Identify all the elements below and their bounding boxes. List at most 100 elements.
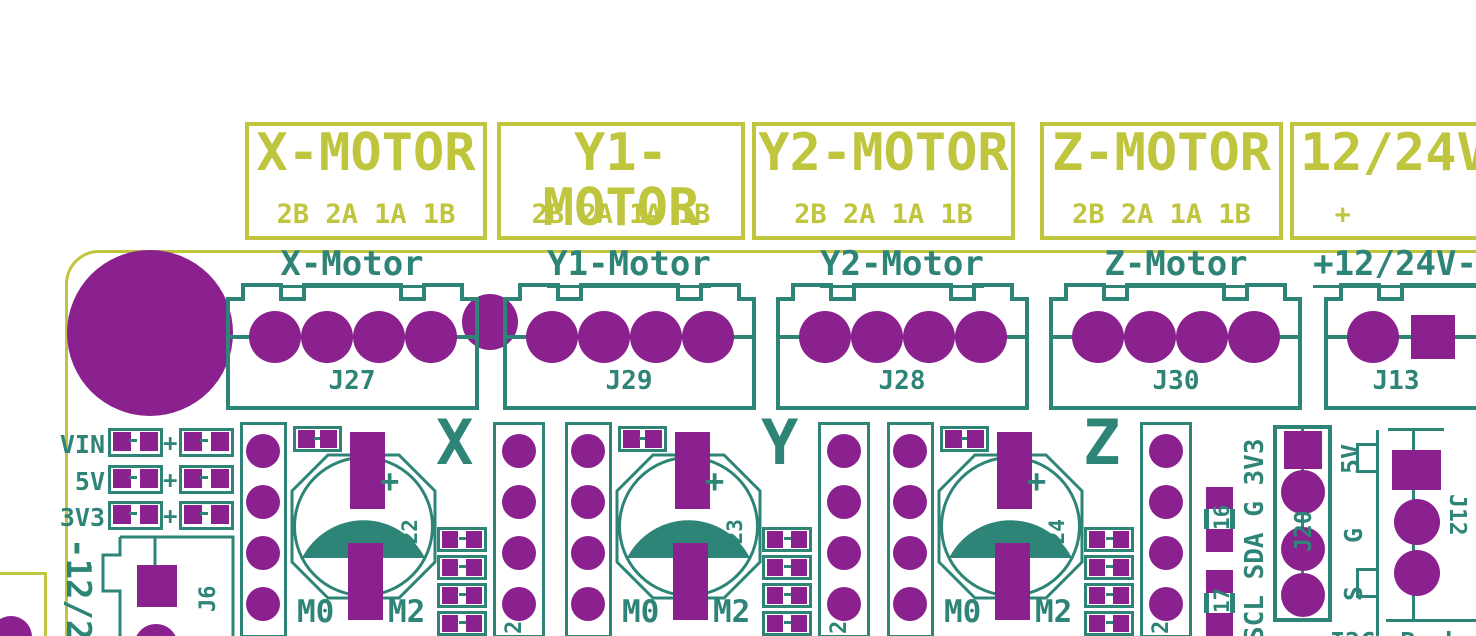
axis-letter: Y [761, 406, 799, 479]
smd-component [293, 426, 342, 452]
connector-ref: J30 [1152, 366, 1200, 396]
square-pad [137, 565, 177, 607]
rail-label-3v3: 3V3 [59, 503, 105, 532]
smd-component [179, 465, 234, 494]
clipped-label-box [0, 572, 47, 636]
connector-j30-footprint [1049, 283, 1302, 410]
rail-label-vin: VIN [59, 430, 105, 459]
axis-letter: X [436, 406, 474, 479]
resistor-ref: 16 [1210, 504, 1234, 530]
stepper-driver-z: + C24 Z M0 M2 2 [887, 412, 1192, 636]
capacitor-polarity: + [1027, 462, 1047, 500]
mounting-hole [67, 250, 233, 416]
label-box-title: Y2-MOTOR [758, 123, 1009, 183]
driver-header-right [493, 422, 545, 636]
board-edge-outline [65, 250, 1476, 636]
connector-ref: J20 [1291, 510, 1317, 552]
connector-j27-footprint [226, 283, 479, 410]
connector-ref: J6 [196, 585, 221, 613]
probe-label-clipped: Probe [1400, 627, 1475, 636]
plus-mark: + [163, 466, 178, 494]
label-box-y1-motor: Y1-MOTOR 2B 2A 1A 1B [497, 122, 745, 240]
smd-resistor-16 [1204, 487, 1235, 552]
label-box-title: Z-MOTOR [1051, 123, 1272, 183]
label-box-y2-motor: Y2-MOTOR 2B 2A 1A 1B [752, 122, 1015, 240]
connector-j6-footprint [101, 535, 235, 636]
connector-j28-footprint [776, 283, 1029, 410]
silk-label-power-in: +12/24V- [1285, 244, 1476, 288]
connector-ref: J12 [1444, 494, 1470, 536]
m2-label: M2 [1035, 594, 1073, 630]
capacitor-pad [350, 432, 385, 509]
m0-label: M0 [622, 594, 660, 630]
connector-j29-footprint [503, 283, 756, 410]
round-pad [1394, 550, 1440, 596]
connector-ref: J29 [605, 366, 653, 396]
neg-power-vertical-label: -12/2 [58, 538, 98, 636]
silk-label-y2-motor: Y2-Motor [792, 244, 1012, 288]
smd-component [179, 501, 234, 530]
label-box-pins: 2B 2A 1A 1B [276, 199, 456, 230]
smd-component [618, 426, 667, 452]
connector-outline [1386, 619, 1476, 622]
label-box-power: 12/24V + − [1290, 122, 1476, 240]
round-pad [1281, 527, 1325, 571]
round-pad [1394, 499, 1440, 545]
driver-header-right [818, 422, 870, 636]
label-box-z-motor: Z-MOTOR 2B 2A 1A 1B [1040, 122, 1283, 240]
smd-component [108, 465, 163, 494]
probe-edge-line [1376, 430, 1379, 636]
label-box-pins: 2B 2A 1A 1B [1072, 199, 1251, 230]
capacitor-pad [673, 543, 708, 620]
probe-pin-g: G [1339, 527, 1368, 543]
stepper-driver-y: + C23 Y M0 M2 2 [565, 412, 870, 636]
connector-ref: J13 [1372, 366, 1420, 396]
clipped-pad [0, 616, 32, 636]
probe-edge-notch [1356, 443, 1378, 473]
plus-mark: + [163, 502, 178, 530]
probe-edge-notch [1356, 568, 1378, 598]
round-pad [1281, 573, 1325, 617]
header-ref-clipped: 2 [827, 620, 852, 634]
header-ref-clipped: 2 [502, 620, 527, 634]
connector-pin-line [1301, 425, 1304, 614]
round-pad [134, 624, 178, 636]
connector-outline [1388, 428, 1444, 431]
connector-ref: J27 [328, 366, 376, 396]
m2-label: M2 [388, 594, 426, 630]
rail-label-5v: 5V [74, 467, 105, 496]
resistor-column [1084, 527, 1134, 636]
silk-label-y1-motor: Y1-Motor [519, 244, 739, 288]
driver-header-left [887, 422, 934, 636]
capacitor-polarity: + [380, 462, 400, 500]
i2c-pin-labels: SCL SDA G 3V3 [1240, 438, 1270, 636]
resistor-column [762, 527, 812, 636]
smd-component [108, 501, 163, 530]
m0-label: M0 [297, 594, 335, 630]
square-pad [1284, 431, 1322, 469]
capacitor-ref: C24 [1045, 519, 1069, 557]
header-ref-clipped: 2 [1149, 620, 1174, 634]
capacitor-pad [675, 432, 710, 509]
m0-label: M0 [944, 594, 982, 630]
smd-component [179, 428, 234, 457]
connector-ref: J28 [878, 366, 926, 396]
label-box-pins: + − [1334, 199, 1476, 230]
smd-component [940, 426, 989, 452]
label-box-title: X-MOTOR [256, 123, 476, 183]
smd-resistor-17 [1204, 570, 1235, 636]
capacitor-pad [997, 432, 1032, 509]
capacitor-pad [995, 543, 1030, 620]
m2-label: M2 [713, 594, 751, 630]
round-pad [1281, 470, 1325, 514]
axis-letter: Z [1083, 406, 1121, 479]
capacitor-footprint [290, 453, 437, 600]
resistor-ref: 17 [1210, 587, 1234, 613]
silk-label-x-motor: X-Motor [242, 244, 462, 288]
label-box-x-motor: X-MOTOR 2B 2A 1A 1B [245, 122, 487, 240]
driver-header-left [565, 422, 612, 636]
square-pad [1392, 450, 1441, 490]
stepper-driver-x: + C22 X M0 M2 2 [240, 412, 545, 636]
i2c-label-clipped: I2C [1330, 627, 1375, 636]
